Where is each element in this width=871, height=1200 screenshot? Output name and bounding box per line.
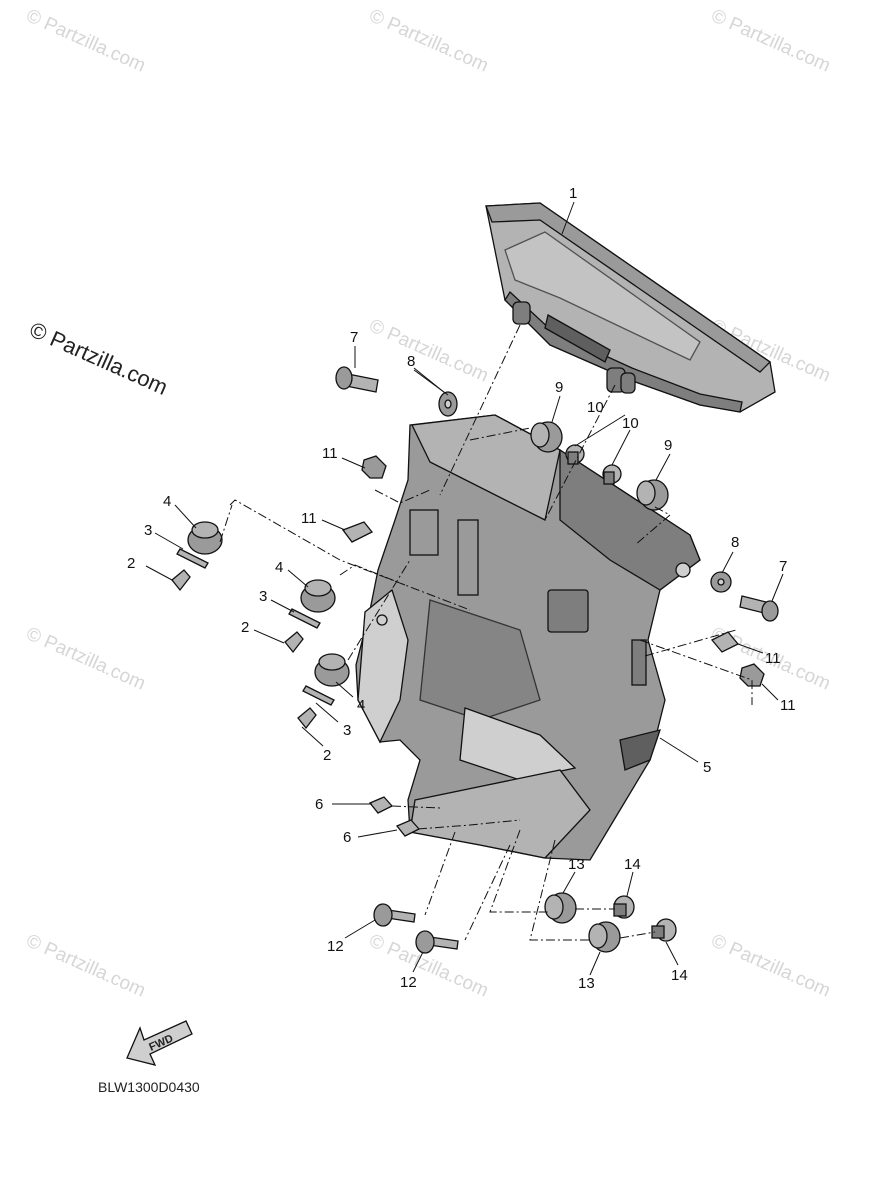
callout-8: 8 (407, 353, 415, 370)
callout-2: 2 (127, 555, 135, 572)
watermark-text: © Partzilla.com (708, 5, 834, 76)
part-collar-10-left (565, 444, 585, 465)
part-damper-4-b (300, 579, 336, 613)
callout-7: 7 (779, 558, 787, 575)
callout-8: 8 (731, 534, 739, 551)
part-washer-3-b (288, 608, 321, 629)
part-screw-2-a (171, 569, 191, 592)
part-grommet-13-b (588, 921, 621, 953)
part-meter-bracket (355, 414, 701, 861)
assembly-lines (219, 324, 753, 941)
part-nut-11-right-b (739, 663, 765, 687)
callout-7: 7 (350, 329, 358, 346)
watermark-text: © Partzilla.com (23, 623, 149, 694)
part-collar-10-right (602, 464, 622, 485)
callout-4: 4 (163, 493, 171, 510)
part-meter-assembly (485, 202, 776, 413)
part-bolt-12-b (415, 930, 459, 954)
fwd-label: FWD (147, 1033, 175, 1054)
part-washer-3-c (302, 685, 335, 706)
callout-9: 9 (555, 379, 563, 396)
callout-10: 10 (587, 399, 604, 416)
part-damper-4-c (314, 653, 350, 687)
callout-12: 12 (327, 938, 344, 955)
callout-13: 13 (568, 856, 585, 873)
watermark-text: © Partzilla.com (366, 315, 492, 386)
callout-10: 10 (622, 415, 639, 432)
callout-6: 6 (343, 829, 351, 846)
callout-4: 4 (275, 559, 283, 576)
part-bolt-12-a (373, 903, 416, 927)
callout-9: 9 (664, 437, 672, 454)
callout-14: 14 (624, 856, 641, 873)
callout-1: 1 (569, 185, 577, 202)
part-nut-6-a (368, 796, 394, 814)
callout-3: 3 (343, 722, 351, 739)
part-nut-11-mid (341, 521, 374, 543)
callout-2: 2 (323, 747, 331, 764)
forward-arrow-icon: FWD (126, 1020, 193, 1066)
part-collar-14-b (651, 918, 677, 942)
callout-13: 13 (578, 975, 595, 992)
part-washer-3-a (176, 548, 209, 569)
part-screw-2-b (284, 631, 304, 654)
watermark-text: © Partzilla.com (708, 930, 834, 1001)
brand-watermark: © Partzilla.com (26, 317, 172, 400)
callout-5: 5 (703, 759, 711, 776)
part-collar-14-a (613, 895, 635, 919)
callout-11: 11 (301, 510, 317, 527)
callout-6: 6 (315, 796, 323, 813)
watermark-text: © Partzilla.com (23, 930, 149, 1001)
part-bolt-7-right (739, 595, 779, 622)
watermark-text: © Partzilla.com (366, 5, 492, 76)
callout-4: 4 (357, 697, 365, 714)
callout-3: 3 (259, 588, 267, 605)
part-washer-8-left (438, 391, 458, 417)
callout-12: 12 (400, 974, 417, 991)
callout-14: 14 (671, 967, 688, 984)
callout-11: 11 (780, 697, 796, 714)
part-grommet-13-a (544, 892, 577, 924)
part-grommet-9-left (530, 421, 563, 453)
part-washer-8-right (710, 571, 732, 593)
part-damper-4-a (187, 521, 223, 555)
leader-lines (145, 201, 784, 976)
callout-2: 2 (241, 619, 249, 636)
part-nut-11-top (361, 455, 387, 479)
part-grommet-9-right (636, 479, 669, 511)
watermark-text: © Partzilla.com (23, 5, 149, 76)
diagram-code: BLW1300D0430 (98, 1079, 200, 1095)
part-bolt-7-left (335, 366, 379, 393)
part-screw-2-c (297, 707, 317, 730)
callout-labels: 1 7 8 9 10 10 9 11 11 4 3 2 4 3 2 4 3 2 … (127, 185, 796, 992)
callout-3: 3 (144, 522, 152, 539)
callout-11: 11 (765, 650, 781, 667)
callout-11: 11 (322, 445, 338, 462)
